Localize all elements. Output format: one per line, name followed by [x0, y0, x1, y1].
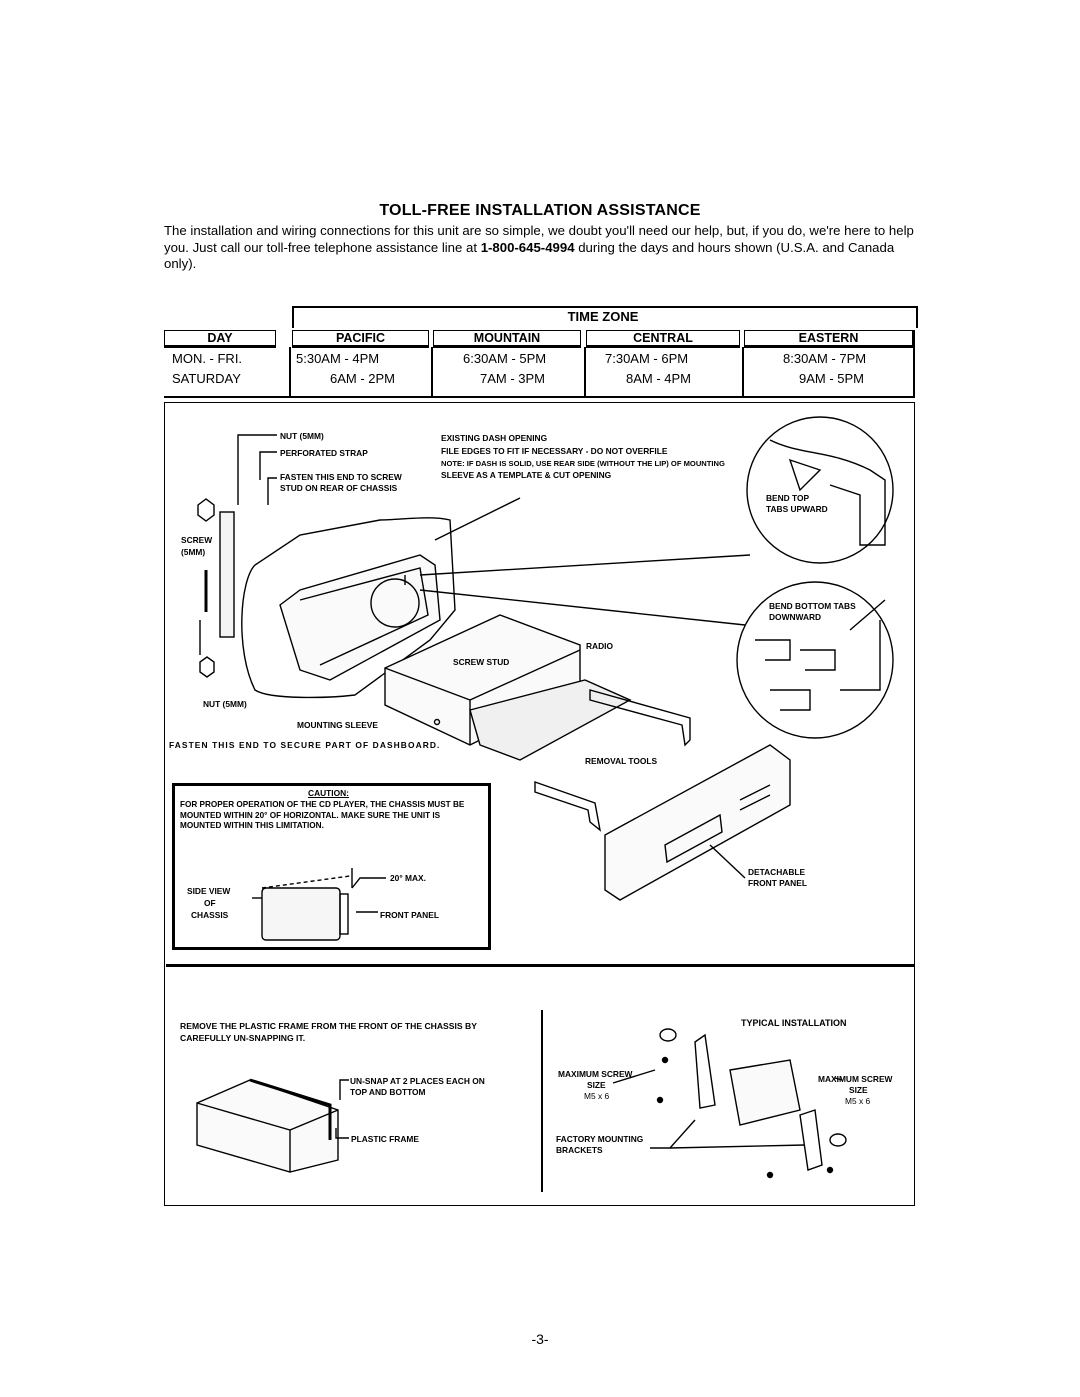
label-unsnap-2: TOP AND BOTTOM: [350, 1087, 426, 1097]
detail-circle-bottom: [736, 581, 894, 739]
installation-diagram-panel: [164, 402, 915, 1206]
cell-mountain-2: 7AM - 3PM: [480, 371, 546, 386]
detail-circle-top: [746, 416, 894, 564]
detail-circle-small: [370, 578, 420, 628]
label-nut-top: NUT (5MM): [280, 431, 324, 441]
label-max-angle: 20° MAX.: [390, 873, 426, 883]
nut-bottom-icon: [199, 656, 215, 678]
removal-tool-1: [589, 689, 691, 747]
label-removal-tools: REMOVAL TOOLS: [585, 756, 658, 766]
col-divider: [289, 347, 291, 397]
label-side-view-1: SIDE VIEW: [187, 886, 231, 896]
perforated-strap: [219, 511, 235, 638]
col-divider: [431, 347, 433, 397]
label-note-1: NOTE: IF DASH IS SOLID, USE REAR SIDE (W…: [441, 459, 725, 468]
cell-central-1: 7:30AM - 6PM: [605, 351, 689, 366]
label-max-screw-right-1: MAXIMUM SCREW: [818, 1074, 893, 1084]
cell-eastern-2: 9AM - 5PM: [799, 371, 865, 386]
label-existing-dash: EXISTING DASH OPENING: [441, 433, 548, 443]
label-max-screw-left-3: M5 x 6: [584, 1091, 610, 1101]
label-plastic-frame: PLASTIC FRAME: [351, 1134, 419, 1144]
label-perforated-strap: PERFORATED STRAP: [280, 448, 368, 458]
bottom-divider: [541, 1010, 543, 1192]
label-nut-bottom: NUT (5MM): [203, 699, 247, 709]
time-zone-header-box: [292, 306, 918, 328]
cell-day-2: SATURDAY: [172, 371, 241, 386]
page-title: TOLL-FREE INSTALLATION ASSISTANCE: [379, 202, 701, 219]
label-file-edges: FILE EDGES TO FIT IF NECESSARY - DO NOT …: [441, 446, 668, 456]
intro-text-1: The installation and wiring connections …: [164, 223, 914, 255]
schedule-frame: [164, 330, 915, 398]
bushing-top-icon: [659, 1028, 677, 1042]
label-detachable-2: FRONT PANEL: [748, 878, 807, 888]
label-max-screw-right-3: M5 x 6: [845, 1096, 871, 1106]
bushing-bottom-icon: [829, 1133, 847, 1147]
intro-paragraph: The installation and wiring connections …: [164, 223, 916, 273]
label-fasten-dashboard: FASTEN THIS END TO SECURE PART OF DASHBO…: [169, 740, 441, 750]
label-max-screw-left-2: SIZE: [587, 1080, 606, 1090]
col-divider: [742, 347, 744, 397]
label-unsnap-1: UN-SNAP AT 2 PLACES EACH ON: [350, 1076, 485, 1086]
label-front-panel: FRONT PANEL: [380, 910, 439, 920]
caution-text: FOR PROPER OPERATION OF THE CD PLAYER, T…: [180, 800, 465, 830]
remove-frame-instruction: REMOVE THE PLASTIC FRAME FROM THE FRONT …: [180, 1021, 477, 1043]
dashboard-outline: [241, 517, 456, 699]
leader-line: [259, 451, 277, 480]
removal-tool-2: [534, 781, 602, 832]
col-divider: [584, 347, 586, 397]
cell-mountain-1: 6:30AM - 5PM: [463, 351, 547, 366]
page-number: -3-: [531, 1331, 549, 1347]
label-side-view-2: OF: [204, 898, 216, 908]
panel-divider: [166, 964, 914, 967]
cell-pacific-1: 5:30AM - 4PM: [296, 351, 380, 366]
caution-box: [172, 783, 491, 950]
nut-top-icon: [197, 498, 215, 522]
label-screw-2: (5MM): [181, 547, 206, 557]
label-typical-installation: TYPICAL INSTALLATION: [741, 1018, 847, 1028]
label-side-view-3: CHASSIS: [191, 910, 229, 920]
label-detachable-1: DETACHABLE: [748, 867, 806, 877]
label-screw-1: SCREW: [181, 535, 213, 545]
intro-text-2: during the days and hours shown (U.S.A. …: [164, 239, 895, 272]
label-mounting-sleeve: MOUNTING SLEEVE: [297, 720, 378, 730]
label-screw-stud: SCREW STUD: [453, 657, 510, 667]
cell-pacific-2: 6AM - 2PM: [330, 371, 396, 386]
leader-line: [267, 477, 277, 505]
caution-title: CAUTION:: [308, 788, 349, 798]
label-max-screw-right-2: SIZE: [849, 1085, 868, 1095]
cell-day-1: MON. - FRI.: [172, 351, 243, 366]
leader-line: [237, 434, 277, 505]
header-central: CENTRAL: [586, 330, 740, 348]
time-zone-header: TIME ZONE: [567, 309, 639, 324]
header-eastern: EASTERN: [744, 330, 913, 348]
label-factory-1: FACTORY MOUNTING: [556, 1134, 644, 1144]
chassis-box: [196, 1079, 339, 1173]
label-radio: RADIO: [586, 641, 613, 651]
label-fasten-screw-2: STUD ON REAR OF CHASSIS: [280, 483, 398, 493]
label-note-2: SLEEVE AS A TEMPLATE & CUT OPENING: [441, 470, 612, 480]
label-bend-top-2: TABS UPWARD: [766, 504, 828, 514]
label-max-screw-left-1: MAXIMUM SCREW: [558, 1069, 633, 1079]
header-mountain: MOUNTAIN: [433, 330, 581, 348]
label-factory-2: BRACKETS: [556, 1145, 603, 1155]
cell-central-2: 8AM - 4PM: [626, 371, 692, 386]
detachable-front-panel: [604, 744, 791, 901]
label-bend-bottom-1: BEND BOTTOM TABS: [769, 601, 856, 611]
installed-unit: [729, 1059, 801, 1126]
label-bend-top-1: BEND TOP: [766, 493, 810, 503]
header-day: DAY: [164, 330, 276, 348]
label-bend-bottom-2: DOWNWARD: [769, 612, 822, 622]
label-fasten-screw-1: FASTEN THIS END TO SCREW: [280, 472, 402, 482]
phone-number: 1-800-645-4994: [480, 239, 575, 255]
cell-eastern-1: 8:30AM - 7PM: [783, 351, 867, 366]
header-pacific: PACIFIC: [292, 330, 429, 348]
